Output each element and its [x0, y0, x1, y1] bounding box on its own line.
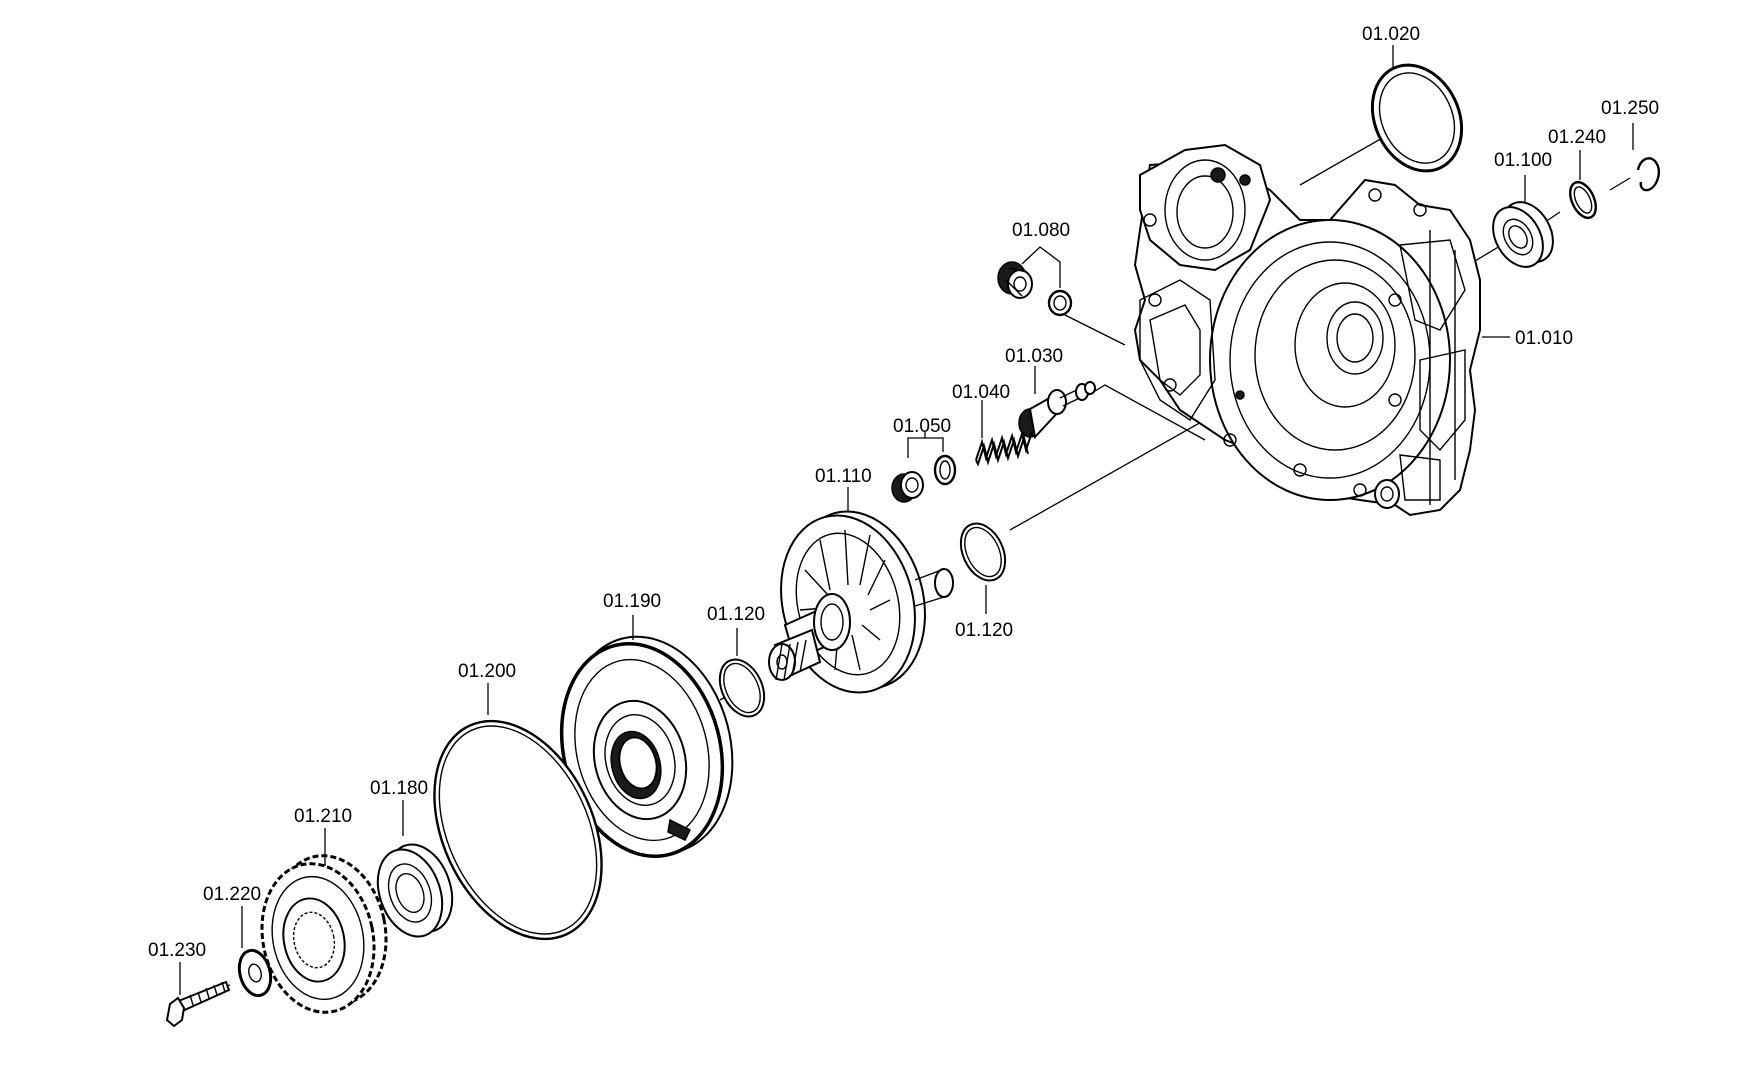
label-text-01-180: 01.180 — [370, 778, 428, 799]
label-01-010: 01.010 — [1482, 328, 1573, 349]
label-text-01-230: 01.230 — [148, 940, 206, 961]
label-01-120-right: 01.120 — [955, 585, 1013, 641]
label-01-240: 01.240 — [1548, 127, 1606, 180]
label-01-040: 01.040 — [952, 382, 1010, 438]
circlip-250 — [1636, 157, 1661, 192]
label-text-01-020: 01.020 — [1362, 24, 1420, 45]
large-o-ring-200 — [433, 719, 603, 941]
label-text-01-080: 01.080 — [1012, 220, 1070, 241]
label-01-180: 01.180 — [370, 778, 428, 836]
label-01-190: 01.190 — [603, 591, 661, 640]
label-01-110: 01.110 — [815, 466, 872, 512]
label-text-01-240: 01.240 — [1548, 127, 1606, 148]
part-labels: 01.010 01.020 01.030 01.040 01.050 01.08… — [148, 24, 1659, 995]
pump-cover-disc — [559, 635, 734, 859]
label-text-01-220: 01.220 — [203, 884, 261, 905]
label-text-01-120-right: 01.120 — [955, 620, 1013, 641]
label-01-020: 01.020 — [1362, 24, 1420, 68]
valve-piston-030 — [1018, 381, 1096, 440]
label-01-120-left: 01.120 — [707, 604, 765, 656]
label-01-200: 01.200 — [458, 661, 516, 715]
label-text-01-250: 01.250 — [1601, 98, 1659, 119]
label-text-01-100: 01.100 — [1494, 150, 1552, 171]
label-text-01-210: 01.210 — [294, 806, 352, 827]
label-01-100: 01.100 — [1494, 150, 1552, 202]
ball-bearing-front — [376, 843, 454, 938]
label-01-050: 01.050 — [893, 416, 951, 458]
large-seal-ring — [1370, 63, 1464, 173]
snap-ring-240 — [1568, 180, 1598, 220]
label-text-01-200: 01.200 — [458, 661, 516, 682]
washer-220 — [237, 948, 273, 998]
label-01-250: 01.250 — [1601, 98, 1659, 150]
pump-wheel-shaft — [768, 510, 954, 694]
label-01-210: 01.210 — [294, 806, 352, 866]
label-text-01-030: 01.030 — [1005, 346, 1063, 367]
screw-plug-080 — [997, 261, 1073, 317]
label-01-080: 01.080 — [1012, 220, 1070, 288]
o-ring-120-left — [718, 658, 766, 718]
compression-spring-040 — [975, 430, 1033, 467]
spur-gear-210 — [260, 854, 388, 1014]
label-01-220: 01.220 — [203, 884, 261, 948]
screw-plug-050 — [891, 454, 957, 503]
transmission-housing — [1133, 143, 1481, 517]
label-text-01-190: 01.190 — [603, 591, 661, 612]
o-ring-120-right — [959, 522, 1007, 582]
label-text-01-010: 01.010 — [1515, 328, 1573, 349]
label-text-01-050: 01.050 — [893, 416, 951, 437]
label-text-01-110: 01.110 — [815, 466, 872, 487]
label-text-01-040: 01.040 — [952, 382, 1010, 403]
label-01-030: 01.030 — [1005, 346, 1063, 394]
label-01-230: 01.230 — [148, 940, 206, 995]
label-text-01-120-left: 01.120 — [707, 604, 765, 625]
ball-bearing-rear — [1492, 201, 1554, 268]
hex-bolt-230 — [165, 980, 231, 1028]
